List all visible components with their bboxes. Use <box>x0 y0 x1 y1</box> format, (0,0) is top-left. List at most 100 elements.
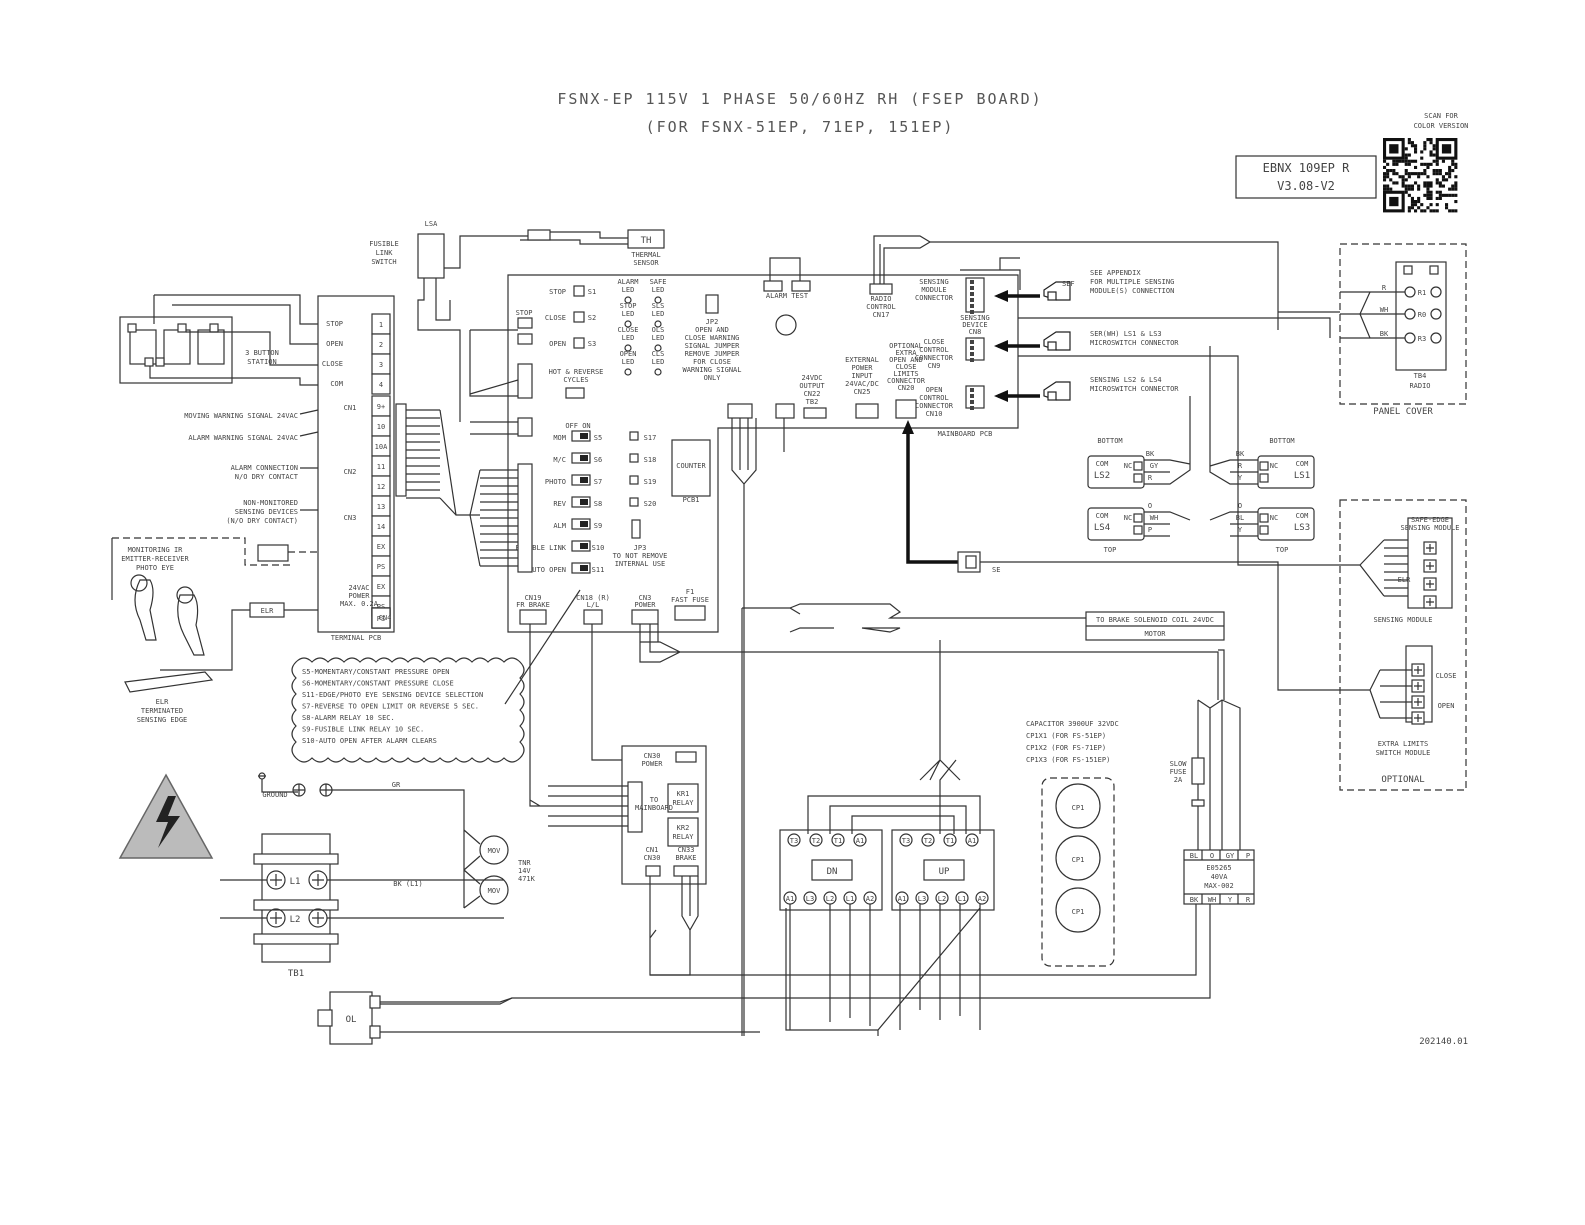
label: OFF ON <box>565 422 590 430</box>
pin <box>970 298 974 302</box>
label: R1 <box>1418 289 1426 297</box>
qr-module <box>1383 172 1387 176</box>
svg-text:CN17: CN17 <box>873 311 890 319</box>
qr-module <box>1404 153 1408 157</box>
label: L1 <box>958 895 966 903</box>
qr-module <box>1395 181 1399 185</box>
qr-module <box>1392 162 1396 166</box>
qr-module <box>1426 162 1430 166</box>
drawing-number: 202140.01 <box>1419 1037 1468 1047</box>
label: S5 <box>594 434 602 442</box>
svg-text:RADIO: RADIO <box>1409 382 1430 390</box>
qr-module <box>1438 181 1442 185</box>
label: O <box>1238 502 1242 510</box>
svg-text:24VAC/DC: 24VAC/DC <box>845 380 879 388</box>
qr-module <box>1414 147 1418 151</box>
qr-module <box>1383 159 1387 163</box>
label: OPEN <box>1438 702 1455 710</box>
wire <box>1380 666 1422 674</box>
label: S2 <box>588 314 596 322</box>
svg-text:N/O DRY CONTACT: N/O DRY CONTACT <box>235 473 299 481</box>
label: S18 <box>644 456 657 464</box>
svg-text:MAX-002: MAX-002 <box>1204 882 1234 890</box>
qr-module <box>1429 190 1433 194</box>
label: O <box>1148 502 1152 510</box>
qr-module <box>1445 206 1449 210</box>
label: 4 <box>379 381 383 389</box>
svg-text:2A: 2A <box>1174 776 1183 784</box>
label: COM <box>1296 460 1309 468</box>
svg-text:POWER: POWER <box>641 760 663 768</box>
qr-module <box>1389 178 1393 182</box>
qr-module <box>1417 206 1421 210</box>
label: SENSING <box>919 278 949 286</box>
svg-text:SENSING LS2 & LS4: SENSING LS2 & LS4 <box>1090 376 1162 384</box>
pin <box>970 400 974 404</box>
pin <box>970 352 974 356</box>
qr-module <box>1410 141 1414 145</box>
pin <box>970 310 974 314</box>
qr-module <box>1435 209 1439 213</box>
label: A2 <box>978 895 986 903</box>
label: OPEN <box>926 386 943 394</box>
label: L3 <box>918 895 926 903</box>
label: S8-ALARM RELAY 10 SEC. <box>302 714 395 722</box>
svg-text:SWITCH: SWITCH <box>371 258 396 266</box>
label: PHOTO <box>545 478 566 486</box>
qr-module <box>1435 172 1439 176</box>
label: 12 <box>377 483 385 491</box>
label: AUTO OPEN <box>528 566 566 574</box>
label: WH <box>1380 306 1388 314</box>
tb4-frame <box>1395 261 1447 371</box>
qr-module <box>1414 181 1418 185</box>
qr-module <box>1389 187 1393 191</box>
qr-module <box>1407 175 1411 179</box>
label: A1 <box>968 837 976 845</box>
optional-modules <box>1339 499 1467 791</box>
label: L3 <box>806 895 814 903</box>
mov-2 <box>479 875 509 905</box>
qr-module <box>1392 172 1396 176</box>
svg-text:24VAC: 24VAC <box>348 584 369 592</box>
label: CLOSE <box>617 326 638 334</box>
svg-text:SENSING MODULE: SENSING MODULE <box>1400 524 1459 532</box>
svg-text:CYCLES: CYCLES <box>563 376 588 384</box>
label: UP <box>939 867 950 877</box>
qr-module <box>1414 172 1418 176</box>
svg-text:SWITCH MODULE: SWITCH MODULE <box>1376 749 1431 757</box>
pin <box>970 280 974 284</box>
svg-text:SE: SE <box>992 566 1000 574</box>
label: LED <box>622 358 635 366</box>
led <box>624 344 632 352</box>
svg-text:JP3: JP3 <box>634 544 647 552</box>
label: P <box>1246 852 1250 860</box>
plug-pin <box>1047 291 1057 301</box>
svg-text:TB2: TB2 <box>806 398 819 406</box>
svg-text:CN1: CN1 <box>646 846 659 854</box>
label: MOM <box>553 434 566 442</box>
qr-module <box>1420 203 1424 207</box>
qr-finder-core <box>1389 144 1399 154</box>
connector <box>965 277 985 313</box>
contactor-terminal <box>803 891 817 905</box>
qr-module <box>1404 190 1408 194</box>
svg-text:MONITORING IR: MONITORING IR <box>128 546 184 554</box>
dip-lever <box>580 499 588 505</box>
qr-module <box>1423 181 1427 185</box>
qr-module <box>1423 209 1427 213</box>
test-button <box>629 475 639 485</box>
qr-module <box>1389 169 1393 173</box>
qr-module <box>1386 175 1390 179</box>
label: DN <box>827 867 838 877</box>
doc-id-box <box>1235 155 1377 199</box>
svg-text:MOV: MOV <box>488 847 501 855</box>
label: LS4 <box>1094 523 1110 533</box>
svg-text:FOR MULTIPLE SENSING: FOR MULTIPLE SENSING <box>1090 278 1174 286</box>
qr-finder-core <box>1441 144 1452 154</box>
qr-module <box>1407 193 1411 197</box>
led <box>654 344 662 352</box>
qr-caption-line1: SCAN FOR <box>1424 112 1459 120</box>
label: L2 <box>826 895 834 903</box>
screw-terminal <box>1430 308 1442 320</box>
push-button <box>573 285 585 297</box>
